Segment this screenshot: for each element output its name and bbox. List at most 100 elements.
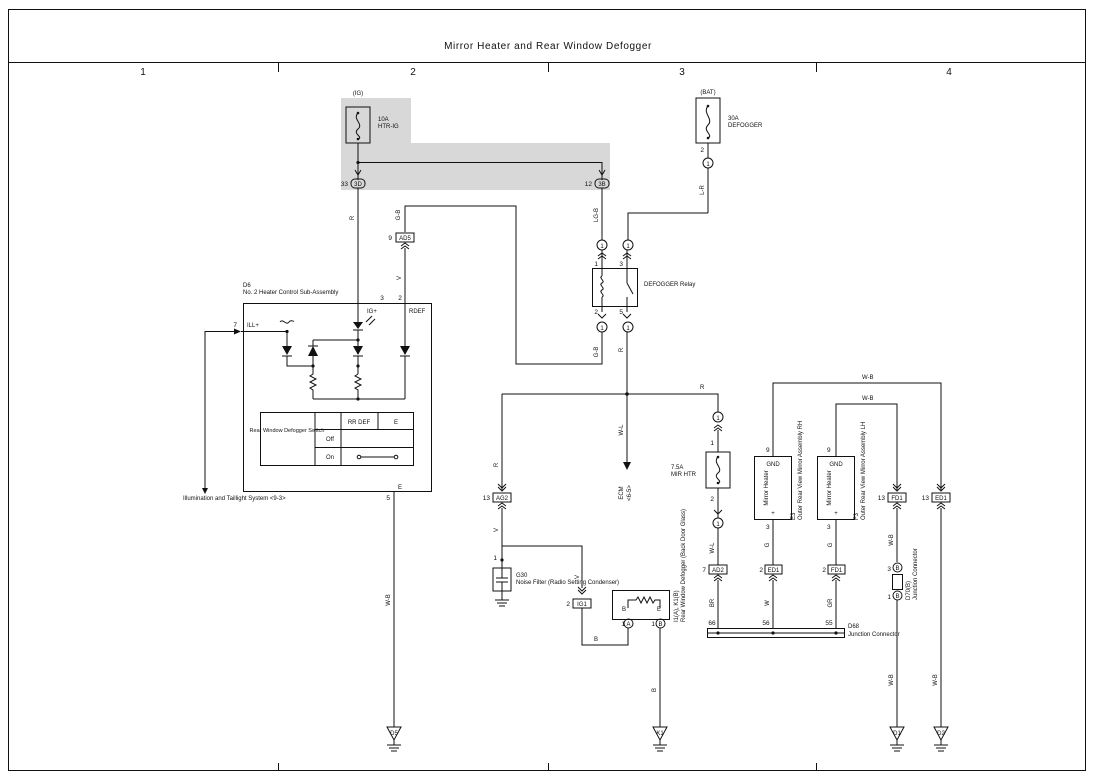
svg-text:1: 1 — [600, 244, 604, 250]
ig-supply-label: (IG) — [353, 91, 363, 97]
svg-text:2: 2 — [398, 295, 402, 302]
svg-text:DEFOGGER: DEFOGGER — [728, 123, 763, 129]
svg-text:D2: D2 — [937, 731, 945, 737]
ecm-label: ECM — [619, 486, 625, 499]
svg-text:1: 1 — [493, 555, 497, 562]
diagram-title: Mirror Heater and Rear Window Defogger — [444, 41, 652, 52]
svg-text:1: 1 — [887, 594, 891, 601]
svg-text:AG2: AG2 — [496, 496, 509, 502]
svg-text:IG1: IG1 — [577, 602, 587, 608]
svg-text:G-B: G-B — [594, 347, 600, 358]
svg-text:7.5A: 7.5A — [671, 465, 683, 471]
svg-text:E3: E3 — [791, 512, 797, 520]
svg-text:+: + — [834, 511, 838, 517]
svg-text:W: W — [765, 600, 771, 606]
svg-text:1: 1 — [626, 244, 630, 250]
d6-ref: D6 — [243, 283, 251, 289]
svg-text:D5: D5 — [390, 731, 398, 737]
svg-text:E: E — [394, 420, 398, 426]
svg-text:B: B — [652, 688, 658, 692]
svg-text:55: 55 — [825, 620, 833, 627]
svg-text:13: 13 — [922, 495, 930, 502]
svg-text:V: V — [494, 528, 500, 532]
svg-text:Outer Rear View Mirror Assembl: Outer Rear View Mirror Assembly RH — [798, 421, 804, 520]
svg-text:3B: 3B — [598, 182, 605, 188]
column-1: 1 — [140, 67, 146, 78]
svg-text:7: 7 — [233, 322, 237, 329]
column-header-row: 1 2 3 4 — [140, 62, 952, 771]
svg-text:3: 3 — [766, 524, 770, 531]
svg-text:R: R — [350, 215, 356, 220]
svg-text:33: 33 — [341, 181, 349, 188]
svg-text:Off: Off — [326, 437, 334, 443]
svg-text:D70(B): D70(B) — [906, 581, 912, 600]
svg-text:G: G — [765, 542, 771, 547]
svg-text:1: 1 — [706, 162, 710, 168]
svg-text:2: 2 — [700, 147, 704, 154]
svg-text:I1(A), K1(B): I1(A), K1(B) — [674, 590, 680, 622]
connector-ad5: 9 AD5 — [388, 232, 415, 250]
svg-text:5: 5 — [386, 495, 390, 502]
svg-text:+: + — [771, 511, 775, 517]
svg-text:(BAT): (BAT) — [700, 90, 715, 96]
svg-text:D68: D68 — [848, 624, 860, 630]
svg-text:W-L: W-L — [619, 424, 625, 436]
svg-text:F3: F3 — [854, 512, 860, 520]
svg-text:1: 1 — [594, 261, 598, 268]
svg-text:GND: GND — [829, 462, 843, 468]
svg-text:2: 2 — [822, 567, 826, 574]
svg-text:V: V — [397, 276, 403, 280]
noise-filter: 1 G30 Noise Filter (Radio Setting Conden… — [492, 555, 619, 607]
fuse-mir-htr: 7.5A MIR HTR — [671, 451, 731, 489]
svg-text:G30: G30 — [516, 573, 528, 579]
svg-text:R: R — [494, 462, 500, 467]
svg-text:Outer Rear View Mirror Assembl: Outer Rear View Mirror Assembly LH — [861, 422, 867, 520]
connector-fd1-pin13: 13 FD1 — [878, 483, 907, 510]
svg-text:Junction Connector: Junction Connector — [913, 548, 919, 600]
svg-text:GR: GR — [828, 598, 834, 608]
connector-ag2: 13 AG2 — [483, 483, 512, 510]
svg-text:9: 9 — [388, 235, 392, 242]
svg-text:MIR HTR: MIR HTR — [671, 472, 697, 478]
svg-text:1: 1 — [716, 522, 720, 528]
svg-text:Rear Window Defogger Switch: Rear Window Defogger Switch — [250, 428, 325, 434]
svg-text:56: 56 — [762, 620, 770, 627]
svg-text:R: R — [619, 347, 625, 352]
svg-text:A: A — [626, 622, 630, 628]
svg-text:9: 9 — [766, 447, 770, 454]
fuse-htr-ig-rating: 10A — [378, 117, 389, 123]
svg-text:B: B — [594, 637, 598, 643]
svg-text:Mirror Heater: Mirror Heater — [764, 470, 770, 505]
switch-table — [260, 412, 414, 466]
column-2: 2 — [410, 67, 416, 78]
svg-text:3: 3 — [887, 566, 891, 573]
connector-ed1-pin13: 13 ED1 — [922, 483, 951, 510]
svg-text:B: B — [658, 622, 662, 628]
rear-window-defogger: B E 1 A 1 B I1(A), K1(B) Rear Window Def… — [612, 509, 687, 629]
svg-text:V: V — [575, 575, 581, 579]
junction-connector-d68: 66 56 55 D68 Junction Connector — [707, 620, 900, 638]
svg-text:B: B — [895, 566, 899, 572]
svg-text:L-R: L-R — [700, 185, 706, 195]
svg-text:G: G — [828, 542, 834, 547]
ground-d2: D2 — [933, 726, 949, 752]
svg-text:3: 3 — [619, 261, 623, 268]
svg-text:LG-B: LG-B — [594, 208, 600, 222]
svg-text:W-B: W-B — [889, 534, 895, 546]
svg-text:1: 1 — [626, 326, 630, 332]
connector-ed1-pin2: 2 ED1 — [759, 564, 783, 582]
svg-text:DEFOGGER Relay: DEFOGGER Relay — [644, 282, 695, 288]
junction-connector-d70: 3 B 1 B D70(B) Junction Connector — [887, 548, 919, 601]
svg-text:Noise Filter (Radio Setting Co: Noise Filter (Radio Setting Condenser) — [516, 580, 619, 586]
diagram-frame — [8, 9, 1086, 771]
svg-text:W-L: W-L — [710, 542, 716, 554]
svg-text:GND: GND — [766, 462, 780, 468]
svg-text:2: 2 — [594, 309, 598, 316]
svg-text:IG+: IG+ — [367, 309, 377, 315]
svg-text:D1: D1 — [893, 731, 901, 737]
svg-text:<6-5>: <6-5> — [627, 485, 633, 501]
defogger-relay: DEFOGGER Relay 1 3 2 5 — [592, 261, 695, 316]
svg-text:Junction Connector: Junction Connector — [848, 632, 900, 638]
svg-text:FD1: FD1 — [831, 568, 843, 574]
